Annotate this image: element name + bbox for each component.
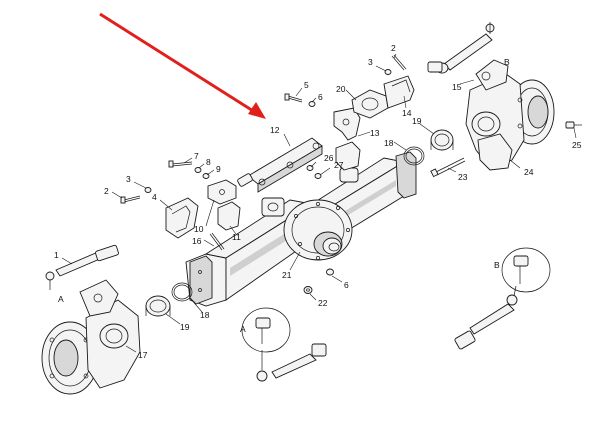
cover-4 bbox=[165, 197, 199, 239]
callout-6: 6 bbox=[318, 92, 323, 102]
view-label-b-detail: B bbox=[494, 260, 500, 270]
washer-6-lower bbox=[326, 268, 334, 276]
washer-6 bbox=[308, 101, 316, 107]
callout-4: 4 bbox=[152, 192, 157, 202]
seal-18-left bbox=[171, 282, 193, 302]
bolt-25 bbox=[565, 121, 582, 129]
callout-21: 21 bbox=[282, 270, 292, 280]
callout-2: 2 bbox=[391, 43, 396, 53]
callout-18: 18 bbox=[200, 310, 210, 320]
callout-23: 23 bbox=[458, 172, 468, 182]
bolt-16 bbox=[209, 232, 225, 251]
nut-22 bbox=[303, 286, 313, 294]
callout-22: 22 bbox=[318, 298, 328, 308]
left-hub-assembly bbox=[41, 279, 141, 395]
callout-1: 1 bbox=[54, 250, 59, 260]
plate-10 bbox=[207, 179, 237, 205]
bolt-2-upper bbox=[391, 54, 407, 71]
washer-3-upper bbox=[384, 69, 392, 75]
callout-16: 16 bbox=[192, 236, 202, 246]
seal-18-right bbox=[403, 146, 425, 166]
callout-6: 6 bbox=[344, 280, 349, 290]
red-arrow-icon bbox=[99, 12, 266, 119]
washer-8 bbox=[194, 167, 202, 173]
bolt-2-left bbox=[120, 195, 141, 204]
callout-8: 8 bbox=[206, 157, 211, 167]
callout-3: 3 bbox=[368, 57, 373, 67]
callout-19: 19 bbox=[180, 322, 190, 332]
callout-labels: 1 2 2 3 3 4 5 6 6 7 8 9 10 11 12 13 14 1… bbox=[54, 43, 582, 360]
callout-26: 26 bbox=[324, 153, 334, 163]
pivot-pin-bracket bbox=[237, 137, 323, 193]
bolt-7 bbox=[168, 160, 193, 168]
view-labels: A A B B bbox=[58, 57, 510, 334]
bolt-5 bbox=[284, 93, 303, 103]
callout-19: 19 bbox=[412, 116, 422, 126]
right-hub-assembly bbox=[465, 59, 555, 171]
callout-18: 18 bbox=[384, 138, 394, 148]
washer-3-left bbox=[144, 187, 152, 193]
callout-11: 11 bbox=[232, 232, 241, 242]
view-label-b: B bbox=[504, 57, 510, 67]
callout-17: 17 bbox=[138, 350, 148, 360]
callout-3: 3 bbox=[126, 174, 131, 184]
callout-7: 7 bbox=[194, 151, 199, 161]
callout-13: 13 bbox=[370, 128, 380, 138]
callout-5: 5 bbox=[304, 80, 309, 90]
plate-14 bbox=[383, 75, 415, 109]
axle-housing bbox=[185, 151, 417, 307]
fitting-27 bbox=[314, 173, 322, 179]
callout-10: 10 bbox=[194, 224, 204, 234]
view-label-a-detail: A bbox=[240, 324, 246, 334]
callout-24: 24 bbox=[524, 167, 534, 177]
detail-a bbox=[241, 307, 327, 382]
bushing-19-left bbox=[145, 295, 171, 317]
tie-rod-left bbox=[45, 244, 119, 290]
upper-cap-bracket bbox=[333, 107, 361, 171]
callout-2: 2 bbox=[104, 186, 109, 196]
tie-rod-upper bbox=[427, 22, 495, 74]
leader-lines bbox=[61, 53, 577, 353]
block-11 bbox=[217, 201, 241, 231]
callout-15: 15 bbox=[452, 82, 462, 92]
callout-27: 27 bbox=[334, 160, 344, 170]
callout-12: 12 bbox=[270, 125, 280, 135]
callout-14: 14 bbox=[402, 108, 412, 118]
pin-23 bbox=[430, 157, 466, 178]
bushing-19-right bbox=[430, 129, 454, 151]
callout-20: 20 bbox=[336, 84, 346, 94]
detail-b bbox=[454, 247, 551, 350]
view-label-a: A bbox=[58, 294, 64, 304]
callout-25: 25 bbox=[572, 140, 582, 150]
callout-9: 9 bbox=[216, 164, 221, 174]
